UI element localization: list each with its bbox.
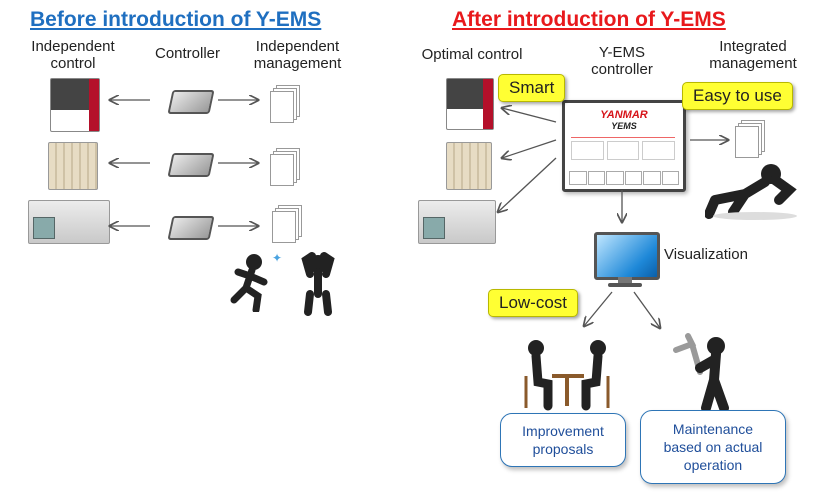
cogeneration-plant-icon xyxy=(28,200,110,244)
arrow-to-generator xyxy=(502,108,557,123)
chiller-unit-icon xyxy=(446,142,492,190)
documents-icon xyxy=(270,85,300,123)
meeting-people-icon xyxy=(524,340,610,411)
running-person-icon xyxy=(230,254,268,312)
monitor-base xyxy=(608,283,642,287)
arrow-to-chiller xyxy=(502,139,557,158)
easy-to-use-tag: Easy to use xyxy=(682,82,793,110)
maintenance-worker-icon xyxy=(673,333,729,412)
cogeneration-plant-icon xyxy=(418,200,496,244)
sweat-drop-icon: ✦ xyxy=(272,251,283,265)
maintenance-bubble: Maintenance based on actual operation xyxy=(640,410,786,484)
yems-controller-label: Y-EMS controller xyxy=(591,44,653,78)
smart-tag: Smart xyxy=(498,74,566,102)
independent-management-label: Independent management xyxy=(253,38,342,72)
generator-unit-icon xyxy=(50,78,100,132)
before-title: Before introduction of Y-EMS xyxy=(30,8,322,31)
yanmar-logo: YANMAR xyxy=(600,109,648,121)
confused-person-icon xyxy=(301,252,335,316)
optimal-control-label: Optimal control xyxy=(421,46,523,63)
independent-control-label: Independent control xyxy=(31,38,115,72)
low-cost-tag: Low-cost xyxy=(488,289,579,317)
visualization-label: Visualization xyxy=(664,246,748,263)
arrow-to-cogeneration xyxy=(498,157,557,212)
arrow-to-maintenance xyxy=(633,291,660,328)
relaxed-person-icon xyxy=(705,164,797,220)
documents-icon xyxy=(272,205,302,243)
chiller-unit-icon xyxy=(48,142,98,190)
documents-icon xyxy=(735,120,765,158)
documents-icon xyxy=(270,148,300,186)
improvement-proposals-bubble: Improvement proposals xyxy=(500,413,626,467)
yems-controller-screen: YANMAR YEMS xyxy=(562,100,686,192)
controller-label: Controller xyxy=(154,45,221,62)
after-title: After introduction of Y-EMS xyxy=(452,8,726,31)
generator-unit-icon xyxy=(446,78,494,130)
arrow-to-meeting xyxy=(584,291,613,326)
monitor-stand xyxy=(618,277,632,283)
integrated-management-label: Integrated management xyxy=(709,38,797,72)
yems-screen-title: YEMS xyxy=(611,121,637,131)
